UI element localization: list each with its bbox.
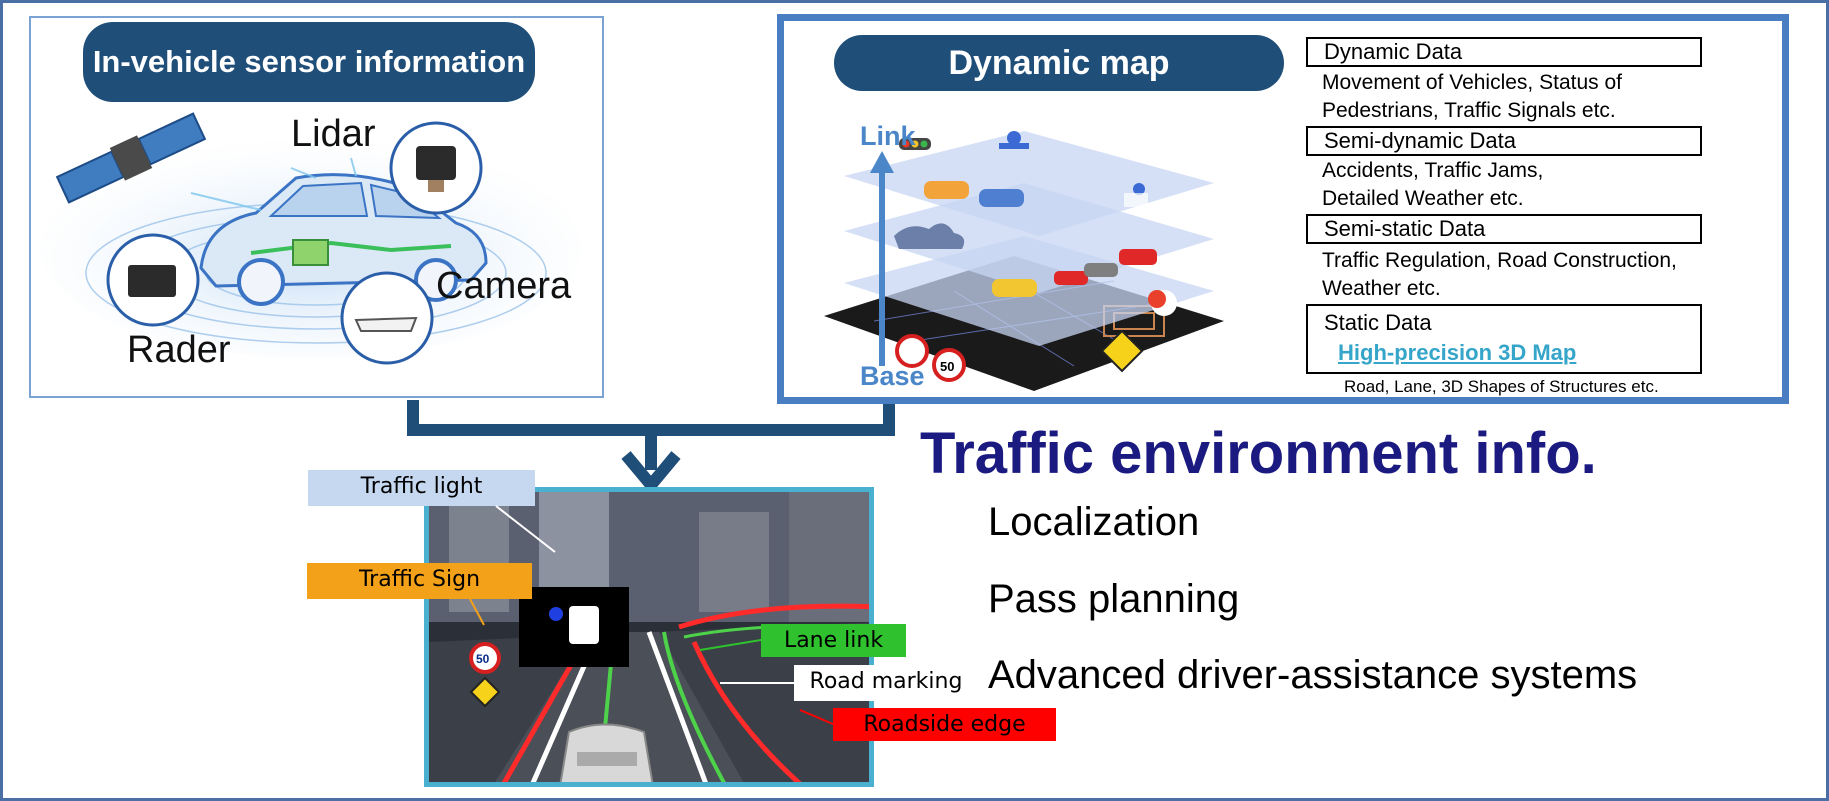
traffic-light-callout: Traffic light: [308, 470, 535, 506]
semi-static-data-label: Semi-static Data: [1306, 214, 1702, 244]
traffic-sign-callout: Traffic Sign: [307, 563, 532, 599]
env-item-adas: Advanced driver-assistance systems: [988, 653, 1638, 697]
high-precision-3d-map-link[interactable]: High-precision 3D Map: [1338, 340, 1577, 365]
rader-label: Rader: [127, 329, 231, 371]
dynamic-map-layers-illustration: 50: [824, 131, 1224, 391]
dynamic-map-title: Dynamic map: [834, 35, 1284, 91]
traffic-environment-title: Traffic environment info.: [920, 421, 1597, 486]
dynamic-data-description: Movement of Vehicles, Status of Pedestri…: [1322, 71, 1622, 122]
dynamic-data-label: Dynamic Data: [1306, 37, 1702, 67]
sensor-panel-title: In-vehicle sensor information: [83, 22, 535, 102]
dynamic-map-panel: 50 Dynamic map Link Base Dynamic Data Mo…: [777, 14, 1789, 404]
env-item-pass-planning: Pass planning: [988, 577, 1240, 621]
static-data-description: Road, Lane, 3D Shapes of Structures etc.: [1344, 377, 1659, 396]
dynamic-map-speed-sign: 50: [940, 359, 954, 374]
link-axis-label: Link: [860, 121, 916, 151]
camera-label: Camera: [436, 265, 572, 307]
sensor-car-illustration: [41, 112, 581, 365]
scene-speed-sign: 50: [476, 652, 490, 666]
env-item-localization: Localization: [988, 500, 1200, 544]
static-data-label: Static Data: [1324, 310, 1432, 335]
semi-static-data-description: Traffic Regulation, Road Construction, W…: [1322, 249, 1677, 300]
semi-dynamic-data-description: Accidents, Traffic Jams, Detailed Weathe…: [1322, 159, 1544, 210]
in-vehicle-sensor-panel: In-vehicle sensor information Lidar Came…: [29, 16, 604, 398]
road-marking-callout: Road marking: [794, 665, 978, 701]
roadside-edge-callout: Roadside edge: [833, 708, 1056, 741]
base-axis-label: Base: [860, 361, 925, 391]
lane-link-callout: Lane link: [761, 624, 906, 657]
semi-dynamic-data-label: Semi-dynamic Data: [1306, 126, 1702, 156]
lidar-label: Lidar: [291, 113, 376, 155]
static-data-box: Static Data High-precision 3D Map: [1306, 304, 1702, 374]
